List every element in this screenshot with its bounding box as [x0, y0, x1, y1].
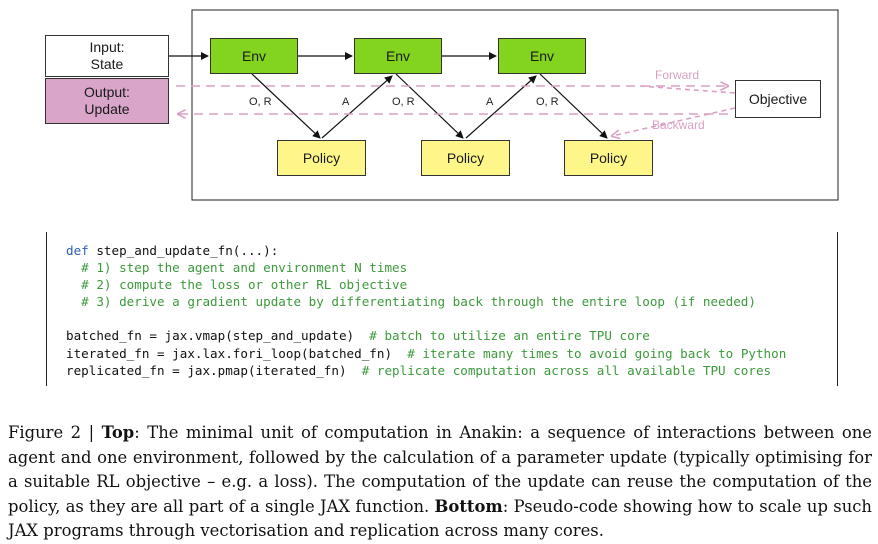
action-label: A [342, 96, 350, 108]
env-to-policy-arrow [539, 73, 608, 139]
forward-label: Forward [655, 68, 700, 82]
forward-connector [639, 85, 736, 94]
obs-reward-label: O, R [249, 96, 272, 108]
action-label: A [486, 96, 494, 108]
backward-label: Backward [652, 118, 705, 132]
caption-bottom-text: : Pseudo-code showing how to scale up su… [8, 496, 872, 541]
code-line-def: def step_and_update_fn(...): [66, 242, 278, 259]
caption-top-text: : The minimal unit of computation in Ana… [8, 423, 872, 516]
env-to-policy-arrow [395, 73, 464, 139]
output-update-box: Output: Update [45, 78, 169, 124]
env-node: Env [498, 38, 586, 74]
policy-to-env-arrow [321, 75, 393, 139]
env-node: Env [210, 38, 298, 74]
code-line-replicated: replicated_fn = jax.pmap(iterated_fn) # … [66, 362, 771, 379]
obs-reward-label: O, R [536, 96, 559, 108]
caption-top-label: Top [101, 423, 135, 442]
def-keyword: def [66, 243, 89, 258]
caption-prefix: Figure 2 | [8, 423, 102, 442]
objective-node: Objective [735, 80, 821, 118]
code-line-batched: batched_fn = jax.vmap(step_and_update) #… [66, 327, 650, 344]
policy-node: Policy [277, 140, 366, 176]
replicated-code: replicated_fn = jax.pmap(iterated_fn) [66, 363, 362, 378]
input-state-box: Input: State [45, 35, 169, 77]
batched-code: batched_fn = jax.vmap(step_and_update) [66, 328, 370, 343]
output-line1: Output: [84, 84, 130, 100]
input-line2: State [90, 56, 124, 72]
obs-reward-label: O, R [392, 96, 415, 108]
iterated-comment: # iterate many times to avoid going back… [407, 346, 787, 361]
env-node: Env [354, 38, 442, 74]
batched-comment: # batch to utilize an entire TPU core [369, 328, 650, 343]
caption-bottom-label: Bottom [434, 496, 503, 516]
policy-node: Policy [421, 140, 510, 176]
figure-caption: Figure 2 | Top: The minimal unit of comp… [8, 421, 872, 544]
diagram-frame [191, 9, 839, 201]
policy-node: Policy [564, 140, 653, 176]
code-line-iterated: iterated_fn = jax.lax.fori_loop(batched_… [66, 345, 786, 362]
code-left-border [46, 232, 47, 386]
iterated-code: iterated_fn = jax.lax.fori_loop(batched_… [66, 346, 408, 361]
replicated-comment: # replicate computation across all avail… [361, 363, 772, 378]
code-right-border [837, 232, 838, 386]
output-line2: Update [84, 101, 130, 117]
input-line1: Input: [89, 39, 125, 55]
def-signature: step_and_update_fn(...): [88, 243, 279, 258]
code-comment-2: # 2) compute the loss or other RL object… [66, 277, 408, 292]
anakin-diagram [140, 9, 839, 201]
env-to-policy-arrow [251, 73, 321, 139]
code-comment-3: # 3) derive a gradient update by differe… [66, 294, 756, 309]
code-comment-1: # 1) step the agent and environment N ti… [66, 260, 408, 275]
backward-connector [612, 107, 736, 136]
